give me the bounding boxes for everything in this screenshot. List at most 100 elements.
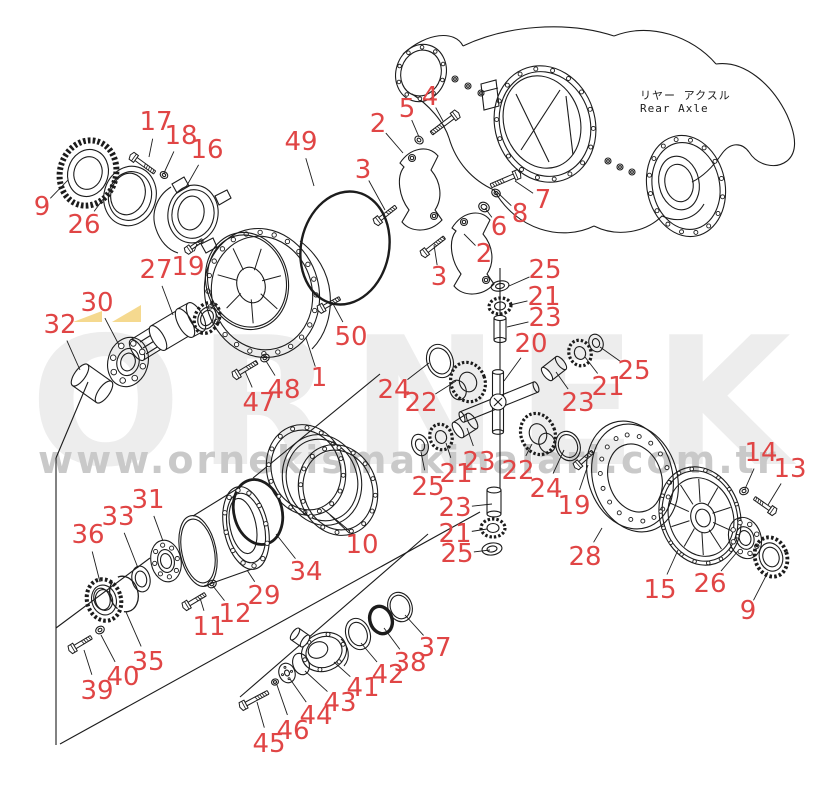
part-label-50: 50 <box>334 322 367 352</box>
leader-line <box>305 158 315 187</box>
part-label-23: 23 <box>528 303 561 333</box>
part-label-10: 10 <box>345 530 378 560</box>
callout-labels: 1223345678991011121314151617181919202121… <box>34 82 807 759</box>
part-label-31: 31 <box>131 485 164 515</box>
part-label-15: 15 <box>643 575 676 605</box>
leader-line <box>525 443 533 457</box>
part-label-20: 20 <box>514 329 547 359</box>
part-label-26: 26 <box>693 569 726 599</box>
leader-line <box>463 233 476 246</box>
part-label-18: 18 <box>164 121 197 151</box>
leader-line <box>744 468 755 490</box>
part-label-1: 1 <box>311 363 328 393</box>
part-label-9: 9 <box>740 596 757 626</box>
leader-line <box>407 362 430 380</box>
leader-line <box>246 569 256 583</box>
part-label-28: 28 <box>568 542 601 572</box>
cylinder-part <box>70 363 114 404</box>
leader-line <box>304 670 328 692</box>
part-label-33: 33 <box>101 502 134 532</box>
part-label-3: 3 <box>431 262 448 292</box>
cylinder-part <box>289 627 311 648</box>
part-label-7: 7 <box>535 185 552 215</box>
leader-line <box>514 180 534 194</box>
leader-line <box>579 464 589 491</box>
part-label-25: 25 <box>440 539 473 569</box>
leader-line <box>552 449 565 474</box>
part-label-23: 23 <box>438 493 471 523</box>
leader-line <box>83 649 93 675</box>
leader-line <box>275 533 296 559</box>
leader-line <box>506 321 529 328</box>
part-label-49: 49 <box>284 127 317 157</box>
part-label-8: 8 <box>512 199 529 229</box>
part-label-25: 25 <box>528 255 561 285</box>
leader-line <box>509 300 528 306</box>
part-label-19: 19 <box>171 252 204 282</box>
leader-line <box>360 642 378 663</box>
leader-line <box>163 151 175 174</box>
bolt-part <box>489 169 522 189</box>
leader-line <box>433 244 438 266</box>
cylinder-part <box>451 412 479 439</box>
leader-line <box>289 678 307 703</box>
part-label-45: 45 <box>252 729 285 759</box>
part-label-48: 48 <box>267 375 300 405</box>
leader-line <box>484 207 493 218</box>
leader-line <box>333 661 351 677</box>
leader-line <box>199 597 205 611</box>
part-label-22: 22 <box>404 388 437 418</box>
part-label-3: 3 <box>355 155 372 185</box>
leader-line <box>383 627 401 650</box>
part-label-11: 11 <box>192 612 225 642</box>
title-english: Rear Axle <box>640 102 709 115</box>
title-japanese: リヤー アクスル <box>640 89 731 102</box>
part-label-30: 30 <box>80 288 113 318</box>
leader-line <box>720 550 739 572</box>
leader-line <box>125 611 142 647</box>
part-label-6: 6 <box>491 212 508 242</box>
part-label-17: 17 <box>139 107 172 137</box>
leader-line <box>161 285 174 316</box>
part-label-36: 36 <box>71 520 104 550</box>
leader-line <box>244 370 253 388</box>
leader-line <box>496 191 512 207</box>
part-label-16: 16 <box>190 135 223 165</box>
leader-line <box>256 701 265 728</box>
part-label-41: 41 <box>346 673 379 703</box>
leader-line <box>265 360 276 376</box>
leader-line <box>555 371 569 390</box>
leader-line <box>435 107 444 122</box>
leader-line <box>435 380 457 395</box>
part-label-21: 21 <box>591 372 624 402</box>
leader-line <box>466 427 474 447</box>
part-label-24: 24 <box>529 474 562 504</box>
leader-line <box>473 549 491 553</box>
part-label-14: 14 <box>744 438 777 468</box>
part-label-26: 26 <box>67 210 100 240</box>
bolt-part <box>238 690 270 712</box>
part-label-19: 19 <box>557 491 590 521</box>
part-label-21: 21 <box>439 459 472 489</box>
part-label-2: 2 <box>476 239 493 269</box>
part-label-13: 13 <box>773 454 806 484</box>
leader-line <box>193 243 198 252</box>
bolt-part <box>181 592 207 612</box>
leader-line <box>331 301 344 323</box>
part-label-2: 2 <box>370 109 387 139</box>
bolt-part <box>572 449 595 471</box>
bolt-part <box>231 360 259 381</box>
leader-line <box>445 442 452 458</box>
part-label-35: 35 <box>131 647 164 677</box>
leader-line <box>91 551 101 583</box>
leader-line <box>148 138 154 158</box>
watermark-url: www.ornekismakinalari.com.tr <box>38 438 779 482</box>
part-label-24: 24 <box>377 375 410 405</box>
leader-line <box>471 503 493 507</box>
leader-line <box>123 532 139 569</box>
leader-line <box>666 549 679 575</box>
leader-line <box>153 515 164 542</box>
part-label-21: 21 <box>527 282 560 312</box>
